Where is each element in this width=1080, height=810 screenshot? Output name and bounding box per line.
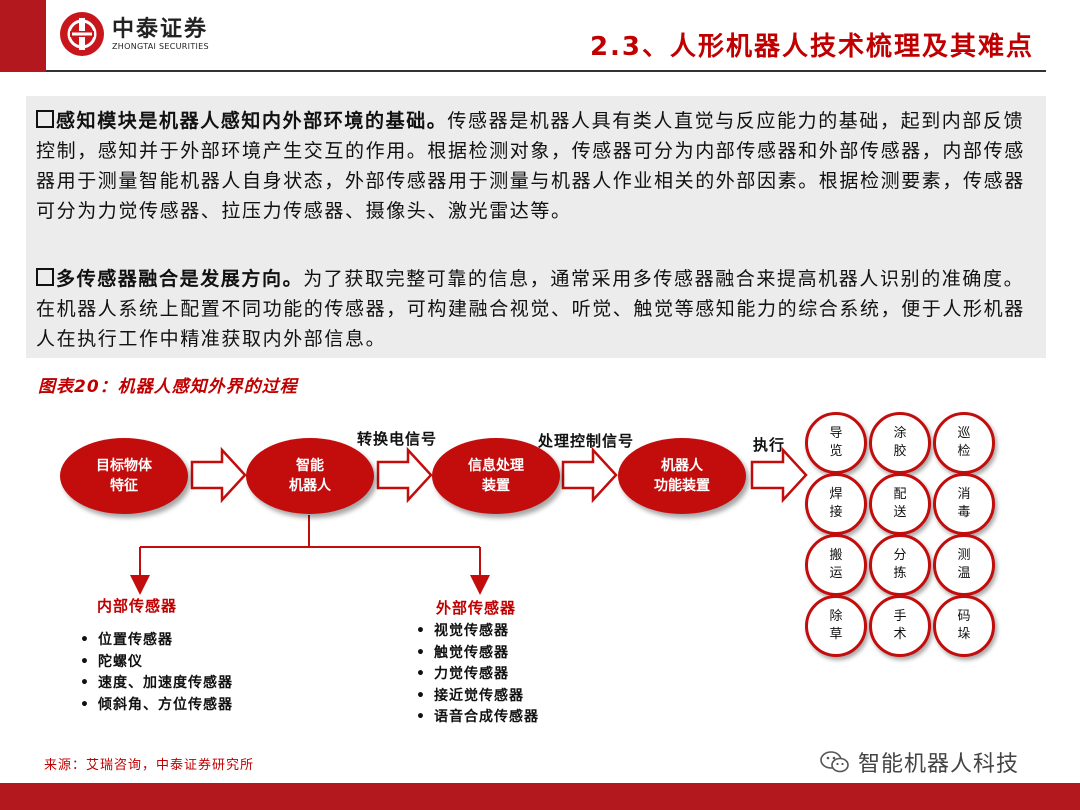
wechat-icon: [820, 750, 850, 774]
label-execute: 执行: [753, 436, 786, 454]
internal-sensors-title: 内部传感器: [97, 597, 178, 615]
task-circle: 焊 接: [805, 473, 867, 535]
flow-arrow-4: [750, 446, 808, 504]
page-title: 2.3、人形机器人技术梳理及其难点: [589, 32, 1034, 62]
list-item: 视觉传感器: [416, 621, 539, 643]
task-circle: 配 送: [869, 473, 931, 535]
node-label: 信息处理 装置: [468, 458, 524, 494]
paragraph-lead: 感知模块是机器人感知内外部环境的基础。: [56, 110, 448, 132]
node-robot-function-device: 机器人 功能装置: [618, 438, 746, 514]
figure-title: 图表20：机器人感知外界的过程: [38, 377, 298, 397]
footer-bar: [0, 783, 1080, 810]
summary-panel: 感知模块是机器人感知内外部环境的基础。传感器是机器人具有类人直觉与反应能力的基础…: [26, 96, 1046, 358]
sensor-branch-lines: [130, 515, 490, 595]
task-circle: 巡 检: [933, 412, 995, 474]
list-item: 倾斜角、方位传感器: [80, 695, 233, 717]
logo-chinese-name: 中泰证券: [112, 16, 209, 42]
paragraph-fusion: 多传感器融合是发展方向。为了获取完整可靠的信息，通常采用多传感器融合来提高机器人…: [36, 264, 1036, 354]
paragraph-perception: 感知模块是机器人感知内外部环境的基础。传感器是机器人具有类人直觉与反应能力的基础…: [36, 106, 1036, 226]
internal-sensors-list: 位置传感器 陀螺仪 速度、加速度传感器 倾斜角、方位传感器: [80, 630, 233, 716]
task-circle: 涂 胶: [869, 412, 931, 474]
logo: 中泰证券 ZHONGTAI SECURITIES: [60, 12, 209, 56]
node-label: 目标物体 特征: [96, 458, 152, 494]
source-note: 来源：艾瑞咨询，中泰证券研究所: [44, 758, 255, 773]
node-smart-robot: 智能 机器人: [246, 438, 374, 514]
task-circle: 除 草: [805, 595, 867, 657]
task-circle: 码 垛: [933, 595, 995, 657]
list-item: 接近觉传感器: [416, 686, 539, 708]
paragraph-body: 传感器是机器人具有类人直觉与反应能力的基础，起到内部反馈控制，感知并于外部环境产…: [36, 110, 1025, 222]
node-target-features: 目标物体 特征: [60, 438, 188, 514]
task-circle: 导 览: [805, 412, 867, 474]
flow-arrow-2: [376, 446, 433, 504]
logo-english-name: ZHONGTAI SECURITIES: [112, 41, 209, 51]
task-circle: 消 毒: [933, 473, 995, 535]
task-circle: 测 温: [933, 534, 995, 596]
label-convert-signal: 转换电信号: [357, 430, 438, 448]
list-item: 力觉传感器: [416, 664, 539, 686]
logo-mark-icon: [60, 12, 104, 56]
node-label: 机器人 功能装置: [654, 458, 710, 494]
list-item: 语音合成传感器: [416, 707, 539, 729]
list-item: 触觉传感器: [416, 643, 539, 665]
watermark-text: 智能机器人科技: [858, 752, 1020, 777]
flow-arrow-1: [190, 446, 247, 504]
task-circle: 搬 运: [805, 534, 867, 596]
list-item: 位置传感器: [80, 630, 233, 652]
node-label: 智能 机器人: [289, 458, 331, 494]
task-circle: 手 术: [869, 595, 931, 657]
header-divider: [46, 70, 1046, 72]
paragraph-body: 为了获取完整可靠的信息，通常采用多传感器融合来提高机器人识别的准确度。在机器人系…: [36, 268, 1025, 350]
node-info-processing: 信息处理 装置: [432, 438, 560, 514]
list-item: 陀螺仪: [80, 652, 233, 674]
label-process-control-signal: 处理控制信号: [538, 432, 635, 450]
flow-arrow-3: [561, 446, 618, 504]
watermark: 智能机器人科技: [820, 746, 1019, 778]
header-left-strip: [0, 0, 46, 72]
paragraph-lead: 多传感器融合是发展方向。: [56, 268, 304, 290]
checkbox-square-icon: [36, 268, 54, 286]
external-sensors-title: 外部传感器: [436, 599, 517, 617]
list-item: 速度、加速度传感器: [80, 673, 233, 695]
external-sensors-list: 视觉传感器 触觉传感器 力觉传感器 接近觉传感器 语音合成传感器: [416, 621, 539, 729]
checkbox-square-icon: [36, 110, 54, 128]
task-circle: 分 拣: [869, 534, 931, 596]
